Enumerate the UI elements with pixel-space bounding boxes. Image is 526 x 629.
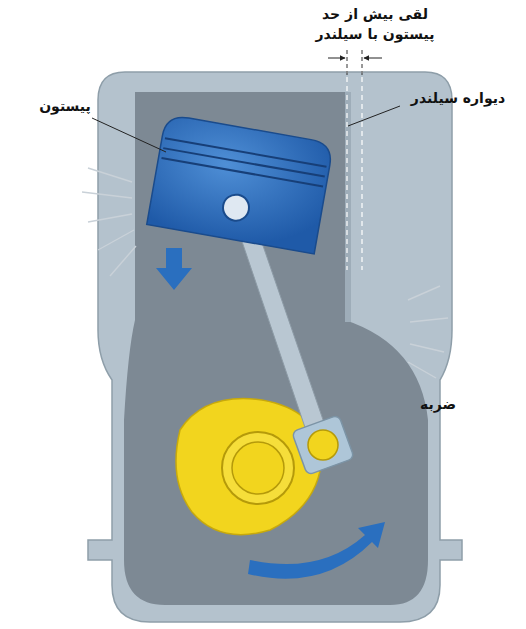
crankshaft (176, 399, 322, 535)
part-label: پیستون (30, 96, 100, 116)
part-label: ضربه (408, 394, 468, 414)
dimension-arrow (364, 58, 382, 59)
piston (147, 114, 334, 254)
motion-arrow (156, 248, 192, 290)
leader-line (348, 106, 400, 126)
impact-stroke (88, 168, 132, 182)
clearance-label: لقی بیش از حد پیستون با سیلندر (300, 4, 450, 45)
leader-line (92, 118, 166, 152)
part-label: دیواره سیلندر (398, 88, 518, 108)
impact-stroke (408, 286, 440, 300)
impact-strokes (82, 168, 448, 378)
cylinder-housing (88, 72, 462, 622)
impact-stroke (110, 246, 136, 276)
impact-stroke (82, 192, 132, 198)
impact-stroke (98, 230, 134, 250)
dimension-arrow (328, 58, 345, 59)
rotation-arrow (248, 522, 385, 579)
impact-stroke (410, 318, 448, 322)
clearance-line (346, 50, 347, 270)
cylinder-wall (345, 92, 351, 322)
impact-stroke (410, 344, 444, 352)
clearance-line (361, 50, 362, 270)
cylinder-bore (124, 92, 428, 605)
impact-stroke (88, 214, 132, 222)
impact-stroke (408, 362, 436, 378)
